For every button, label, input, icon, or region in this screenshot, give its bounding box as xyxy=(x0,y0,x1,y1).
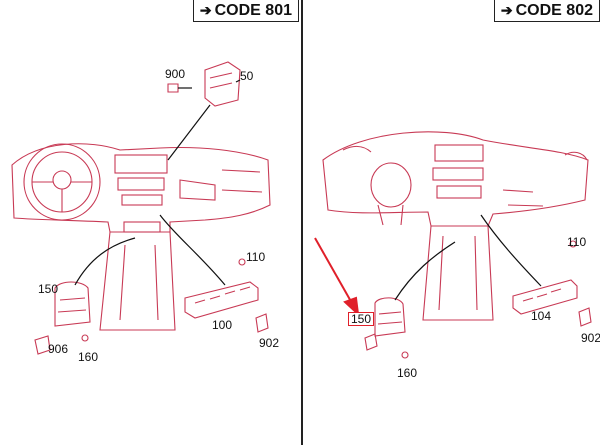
arrow-right-icon: ➔ xyxy=(500,2,513,18)
right-diagram-panel: ➔ CODE 802 xyxy=(303,0,600,445)
vent-right xyxy=(564,151,588,161)
connector-906 xyxy=(34,335,51,355)
connector-left-right xyxy=(364,333,378,351)
module-50 xyxy=(204,61,241,107)
arrow-right-icon: ➔ xyxy=(199,2,212,18)
steering-hub xyxy=(52,170,72,190)
screw-160-right xyxy=(401,351,409,359)
steering-wheel xyxy=(23,143,101,221)
vent-left xyxy=(342,145,372,153)
dashboard-outline xyxy=(11,143,271,233)
panel-divider xyxy=(301,0,303,445)
callout-160: 160 xyxy=(78,350,99,364)
routing-line-100 xyxy=(159,214,226,286)
callout-100: 100 xyxy=(212,318,233,332)
routing-line-104 xyxy=(480,214,542,287)
steering-column xyxy=(370,162,412,208)
dashboard-illustration-left xyxy=(11,61,271,355)
callout-900: 900 xyxy=(165,67,186,81)
screw-160 xyxy=(81,334,89,342)
callout-906: 906 xyxy=(48,342,69,356)
routing-line-150 xyxy=(74,237,136,286)
code-801-label: ➔ CODE 801 xyxy=(192,0,299,22)
callout-902: 902 xyxy=(259,336,280,350)
screw-110 xyxy=(238,258,246,266)
routing-line-50 xyxy=(167,104,211,161)
highlight-arrowhead xyxy=(343,296,360,317)
highlight-arrow-line xyxy=(314,237,354,306)
callout-104: 104 xyxy=(531,309,552,323)
center-screen xyxy=(114,154,168,174)
leader-50 xyxy=(235,79,241,83)
switch-panel-104 xyxy=(512,279,578,315)
connector-902 xyxy=(255,313,269,333)
callout-902-right: 902 xyxy=(581,331,600,345)
dashboard-illustration-right xyxy=(314,131,592,359)
connector-900 xyxy=(167,83,179,93)
callout-150-highlighted: 150 xyxy=(348,312,375,326)
callout-160-right: 160 xyxy=(397,366,418,380)
code-802-label: ➔ CODE 802 xyxy=(493,0,600,22)
callout-110-right: 110 xyxy=(567,235,587,249)
connector-902-right xyxy=(578,307,592,327)
code-802-text: CODE 802 xyxy=(515,1,593,19)
routing-line-150-right xyxy=(394,241,456,301)
center-screen-right xyxy=(434,144,484,162)
callout-110: 110 xyxy=(246,250,266,264)
callout-150: 150 xyxy=(38,282,59,296)
switch-panel-100 xyxy=(184,281,259,319)
left-diagram-panel: ➔ CODE 801 xyxy=(11,0,299,364)
part-150 xyxy=(54,281,91,327)
dashboard-outline-right xyxy=(322,131,589,227)
callout-50: 50 xyxy=(240,69,254,83)
part-150-right xyxy=(374,297,406,337)
code-801-text: CODE 801 xyxy=(214,1,292,19)
screw-110-right xyxy=(569,240,577,248)
